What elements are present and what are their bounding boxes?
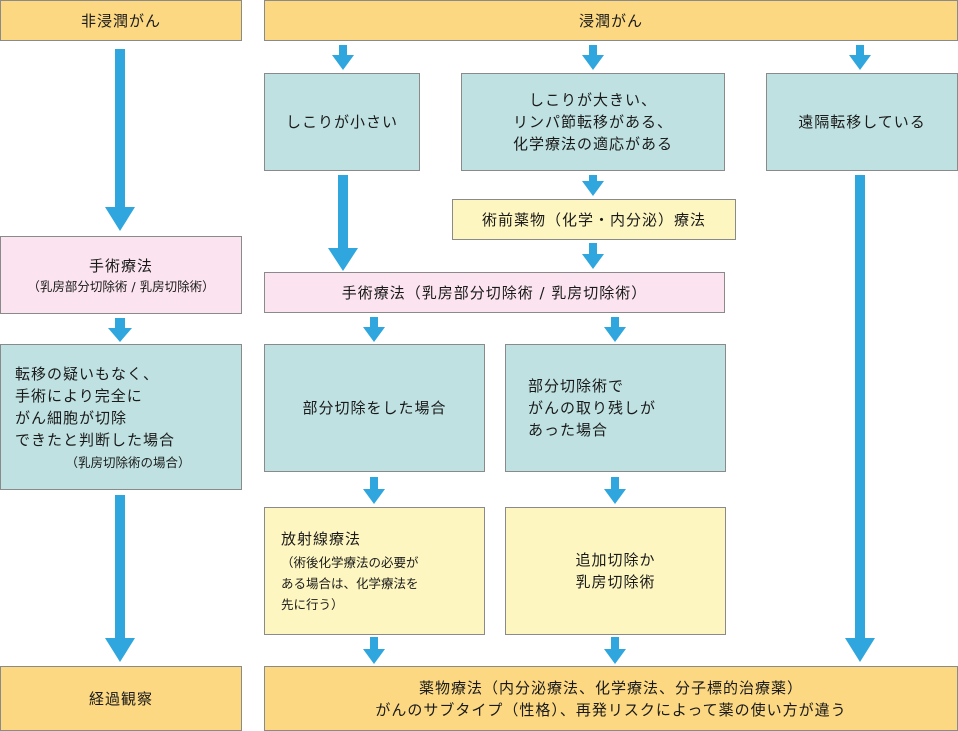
radiation-box: 放射線療法 （術後化学療法の必要が ある場合は、化学療法を 先に行う） (264, 507, 485, 635)
arrow-preop-to-surgery (582, 243, 604, 269)
arrow-radiation-to-drug (363, 637, 385, 664)
arrow-surgery-to-partial (363, 317, 385, 342)
left-surgery-title: 手術療法 (88, 256, 153, 275)
arrow-condition-to-observation (105, 495, 135, 662)
arrow-distant-to-drug (845, 175, 875, 662)
small-tumor-label: しこりが小さい (285, 113, 398, 131)
arrow-small-to-surgery (328, 175, 358, 271)
drug-therapy-line1: 薬物療法（内分泌療法、化学療法、分子標的治療薬） (418, 678, 803, 697)
preop-drug-label: 術前薬物（化学・内分泌）療法 (481, 210, 706, 229)
left-surgery-subtitle: （乳房部分切除術 / 乳房切除術） (27, 278, 215, 294)
center-surgery-label: 手術療法（乳房部分切除術 / 乳房切除術） (341, 283, 648, 302)
arrow-large-to-preop (582, 175, 604, 196)
residual-case-box: 部分切除術で がんの取り残しが あった場合 (505, 344, 726, 472)
radiation-note: （術後化学療法の必要が ある場合は、化学療法を 先に行う） (281, 554, 419, 612)
arrow-additional-to-drug (604, 637, 626, 664)
preop-drug-box: 術前薬物（化学・内分泌）療法 (452, 199, 736, 240)
large-tumor-box: しこりが大きい、 リンパ節転移がある、 化学療法の適応がある (461, 73, 725, 171)
arrow-left-surgery-to-condition (108, 318, 132, 342)
arrow-surgery-to-residual (604, 317, 626, 342)
observation-label: 経過観察 (88, 689, 153, 708)
header-invasive-label: 浸潤がん (578, 11, 643, 30)
additional-excision-box: 追加切除か 乳房切除術 (505, 507, 726, 635)
center-surgery-box: 手術療法（乳房部分切除術 / 乳房切除術） (264, 272, 725, 313)
no-metastasis-text: 転移の疑いもなく、 手術により完全に がん細胞が切除 できたと判断した場合 (15, 364, 176, 449)
partial-case-box: 部分切除をした場合 (264, 344, 485, 472)
distant-metastasis-label: 遠隔転移している (798, 113, 926, 131)
drug-therapy-box: 薬物療法（内分泌療法、化学療法、分子標的治療薬） がんのサブタイプ（性格）、再発… (264, 666, 958, 731)
arrow-partial-to-radiation (363, 477, 385, 504)
no-metastasis-box: 転移の疑いもなく、 手術により完全に がん細胞が切除 できたと判断した場合 （乳… (0, 344, 242, 490)
left-surgery-box: 手術療法 （乳房部分切除術 / 乳房切除術） (0, 236, 242, 314)
partial-case-label: 部分切除をした場合 (302, 399, 447, 417)
header-invasive: 浸潤がん (264, 0, 958, 41)
residual-case-label: 部分切除術で がんの取り残しが あった場合 (528, 377, 657, 439)
arrow-residual-to-additional (604, 477, 626, 504)
arrow-invasive-to-small (332, 45, 354, 70)
additional-excision-label: 追加切除か 乳房切除術 (575, 551, 656, 591)
radiation-title: 放射線療法 (281, 529, 362, 548)
arrow-invasive-to-large (582, 45, 604, 70)
arrow-invasive-to-distant (849, 45, 871, 70)
small-tumor-box: しこりが小さい (264, 73, 420, 171)
header-non-invasive-label: 非浸潤がん (80, 11, 161, 30)
no-metastasis-note: （乳房切除術の場合） (65, 454, 191, 470)
arrow-non-invasive-to-surgery (105, 49, 135, 231)
drug-therapy-line2: がんのサブタイプ（性格）、再発リスクによって薬の使い方が違う (375, 700, 847, 719)
header-non-invasive: 非浸潤がん (0, 0, 242, 41)
large-tumor-label: しこりが大きい、 リンパ節転移がある、 化学療法の適応がある (512, 91, 673, 153)
distant-metastasis-box: 遠隔転移している (766, 73, 958, 171)
observation-box: 経過観察 (0, 666, 242, 731)
